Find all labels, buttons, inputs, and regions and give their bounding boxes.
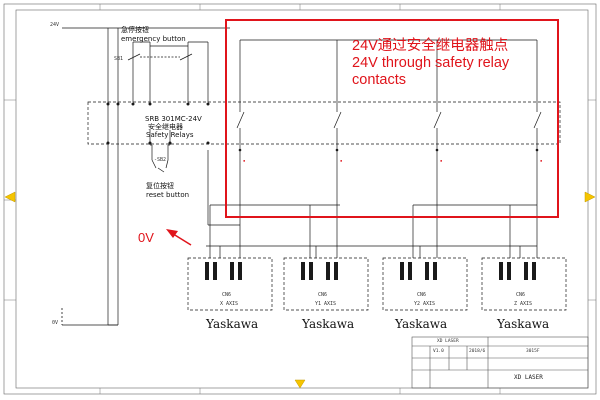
title-block bbox=[411, 336, 589, 389]
reset-label-en: reset button bbox=[146, 191, 190, 199]
drive-connector-label: CN6 bbox=[516, 292, 526, 298]
title-drawing-number: 3015F bbox=[526, 349, 540, 354]
drive-connector-label: CN6 bbox=[417, 292, 427, 298]
relay-terminals bbox=[106, 102, 210, 145]
title-version: V1.0 bbox=[433, 349, 444, 354]
title-company-main: XD LASER bbox=[514, 374, 543, 381]
safety-relay-box bbox=[87, 101, 561, 145]
safety-relay-contacts-highlight bbox=[225, 19, 559, 218]
reset-switch-symbol bbox=[151, 145, 169, 173]
power-rails bbox=[61, 27, 230, 326]
drive-feed-wiring bbox=[206, 204, 538, 258]
terminal-markers: ▪ ▪ ▪ ▪ bbox=[238, 148, 542, 163]
svg-text:▪: ▪ bbox=[440, 158, 442, 163]
estop-label-cn: 急停按钮 bbox=[121, 26, 149, 34]
zero-volt-arrow bbox=[166, 229, 192, 246]
relay-label-en: Safety Relays bbox=[146, 131, 194, 139]
drive-axis-label: Y2 AXIS bbox=[414, 301, 436, 307]
drive-brand-label: Yaskawa bbox=[206, 317, 259, 331]
zero-volt-note: 0V bbox=[138, 230, 154, 245]
svg-text:▪: ▪ bbox=[243, 158, 245, 163]
drive-connector-label: CN6 bbox=[318, 292, 328, 298]
relay-model-label: SRB 301MC-24V bbox=[145, 115, 202, 123]
estop-switch-symbol bbox=[127, 53, 193, 61]
note-line-cn: 24V通过安全继电器触点 bbox=[352, 38, 509, 54]
left-wiring bbox=[107, 28, 240, 326]
sb1-label: SB1 bbox=[114, 56, 124, 62]
drive-brand-label: Yaskawa bbox=[302, 317, 355, 331]
svg-text:▪: ▪ bbox=[340, 158, 342, 163]
frame-centering-marks bbox=[4, 191, 596, 389]
reset-label-cn: 复位按钮 bbox=[146, 182, 174, 190]
safety-relay-contacts-note: 24V通过安全继电器触点 24V through safety relay co… bbox=[352, 38, 509, 89]
drive-connector-label: CN6 bbox=[222, 292, 232, 298]
title-date: 2018/6 bbox=[469, 349, 486, 354]
rail-24v-label: 24V bbox=[50, 22, 60, 28]
relay-label-cn: 安全继电器 bbox=[148, 123, 183, 131]
drive-pin-blocks bbox=[205, 262, 536, 280]
title-company-top: XD LASER bbox=[437, 339, 459, 344]
rail-0v-label: 0V bbox=[52, 320, 59, 326]
drive-axis-label: X AXIS bbox=[220, 301, 239, 307]
drive-brand-label: Yaskawa bbox=[497, 317, 550, 331]
estop-label-en: emergency button bbox=[121, 35, 186, 43]
note-line-en-2: contacts bbox=[352, 72, 406, 88]
sb2-label: -SB2 bbox=[154, 157, 167, 163]
drive-brand-label: Yaskawa bbox=[395, 317, 448, 331]
note-line-en-1: 24V through safety relay bbox=[352, 55, 510, 71]
drive-axis-label: Z AXIS bbox=[514, 301, 533, 307]
drive-axis-label: Y1 AXIS bbox=[315, 301, 337, 307]
drive-connector-boxes bbox=[187, 257, 567, 311]
relay-contact-columns bbox=[236, 39, 542, 225]
svg-text:▪: ▪ bbox=[540, 158, 542, 163]
